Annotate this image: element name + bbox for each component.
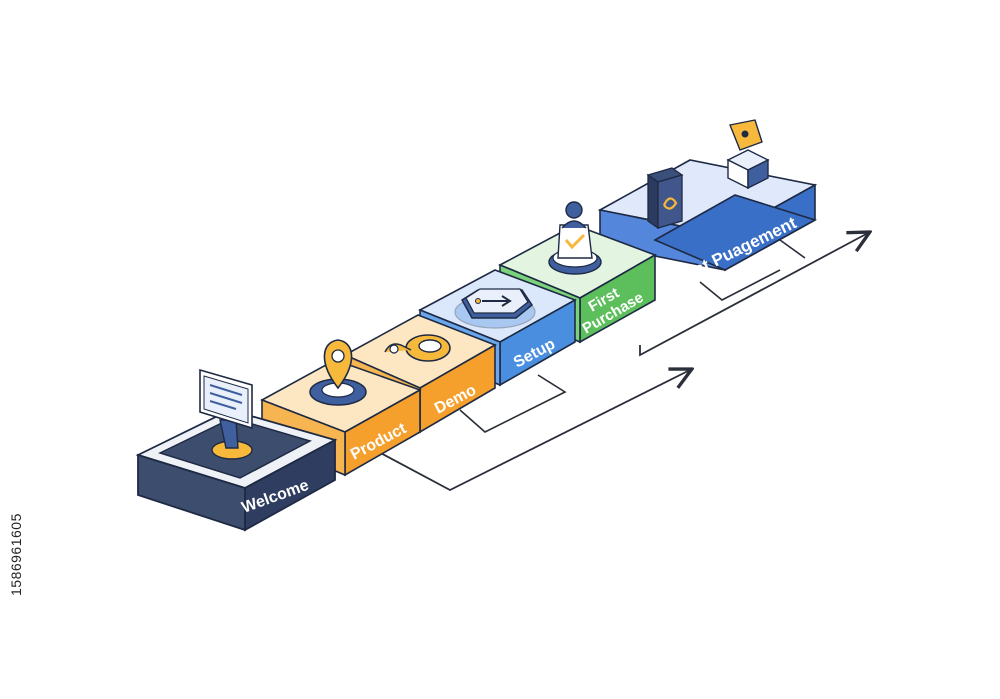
step-block-welcome[interactable]: Welcome xyxy=(135,368,338,532)
arrow-tag-icon xyxy=(454,288,536,329)
connector-line-engagement xyxy=(779,239,806,259)
monitor-sign-icon xyxy=(199,368,253,460)
stock-image-id: 1586961605 xyxy=(8,513,24,597)
step-block-first-engagement[interactable]: First Puagement xyxy=(597,119,818,289)
user-checkmark-icon xyxy=(548,201,602,275)
location-pin-icon xyxy=(309,339,367,406)
ring-key-icon xyxy=(384,334,451,362)
connector-arrow-upper xyxy=(639,233,868,357)
connector-line-demo-setup xyxy=(459,374,567,433)
book-link-icon xyxy=(646,167,684,230)
connector-line-purchase-engagement xyxy=(699,269,781,301)
connector-arrow-lower xyxy=(374,370,690,492)
connector-arrows xyxy=(374,233,868,492)
box-link-icon xyxy=(726,119,770,190)
